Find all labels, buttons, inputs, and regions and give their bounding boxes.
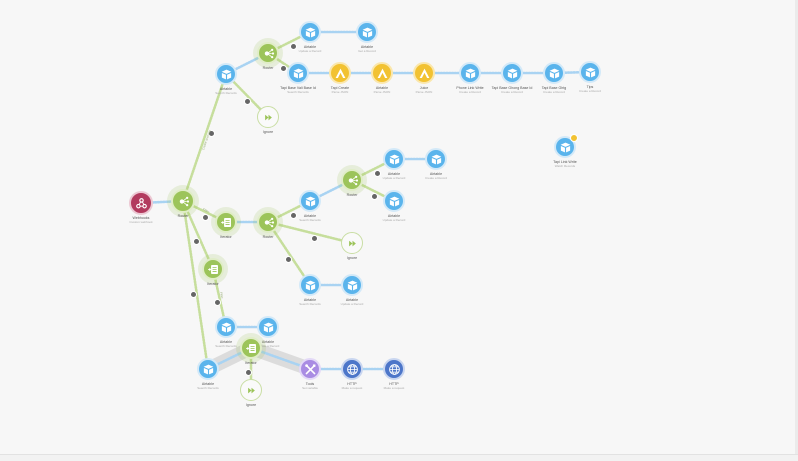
airtable-icon — [464, 67, 477, 80]
filter-gear-icon[interactable] — [310, 234, 318, 242]
right-edge — [795, 0, 798, 461]
airtable-icon — [304, 26, 317, 39]
module-wh[interactable] — [129, 191, 153, 215]
module-a12[interactable] — [383, 190, 405, 212]
module-a16[interactable] — [257, 316, 279, 338]
iterator-icon — [220, 216, 233, 229]
filter-gear-icon[interactable] — [279, 64, 287, 72]
airtable-icon — [506, 67, 519, 80]
module-r4[interactable] — [341, 169, 363, 191]
module-a1[interactable] — [215, 63, 237, 85]
webhook-icon — [135, 197, 148, 210]
airtable-icon — [346, 279, 359, 292]
airtable-icon — [559, 141, 572, 154]
json-icon — [376, 67, 389, 80]
module-a11[interactable] — [425, 148, 447, 170]
airtable-icon — [430, 153, 443, 166]
module-r1[interactable] — [171, 189, 195, 213]
airtable-icon — [388, 153, 401, 166]
airtable-icon — [304, 279, 317, 292]
airtable-icon — [548, 67, 561, 80]
iterator-icon — [245, 342, 258, 355]
filter-gear-icon[interactable] — [244, 368, 252, 376]
tools-icon — [304, 363, 317, 376]
module-iter1[interactable] — [215, 211, 237, 233]
filter-gear-icon[interactable] — [290, 42, 298, 50]
module-j2[interactable] — [371, 62, 393, 84]
router-icon — [346, 174, 359, 187]
module-iter3[interactable] — [240, 337, 262, 359]
airtable-icon — [202, 363, 215, 376]
ignore-icon — [247, 386, 256, 395]
filter-gear-icon[interactable] — [290, 211, 298, 219]
module-a3[interactable] — [356, 21, 378, 43]
module-a8[interactable] — [579, 61, 601, 83]
ignore-icon — [348, 239, 357, 248]
connection-r1-iter2[interactable] — [181, 199, 215, 271]
airtable-icon — [388, 195, 401, 208]
module-a14[interactable] — [341, 274, 363, 296]
connection-r3-ig2[interactable] — [266, 220, 354, 245]
module-ig2[interactable] — [341, 232, 363, 254]
module-a5[interactable] — [459, 62, 481, 84]
module-tools[interactable] — [299, 358, 321, 380]
json-icon — [334, 67, 347, 80]
router-icon — [262, 47, 275, 60]
module-a17[interactable] — [197, 358, 219, 380]
filter-gear-icon[interactable] — [243, 97, 251, 105]
filter-gear-icon[interactable] — [285, 256, 293, 264]
airtable-icon — [220, 321, 233, 334]
filter-gear-icon[interactable] — [202, 213, 210, 221]
globe-icon — [388, 363, 401, 376]
airtable-icon — [220, 68, 233, 81]
globe-icon — [346, 363, 359, 376]
module-ig1[interactable] — [257, 106, 279, 128]
bottom-toolbar — [0, 454, 798, 461]
connection-r1-a17[interactable] — [181, 199, 210, 371]
module-a2[interactable] — [299, 21, 321, 43]
airtable-icon — [304, 195, 317, 208]
airtable-icon — [584, 66, 597, 79]
module-a4[interactable] — [287, 62, 309, 84]
iterator-icon — [207, 263, 220, 276]
module-j3[interactable] — [413, 62, 435, 84]
module-orph[interactable] — [554, 134, 578, 158]
module-a15[interactable] — [215, 316, 237, 338]
module-a9[interactable] — [299, 190, 321, 212]
airtable-icon — [361, 26, 374, 39]
airtable-icon — [262, 321, 275, 334]
module-a6[interactable] — [501, 62, 523, 84]
module-a7[interactable] — [543, 62, 565, 84]
ignore-icon — [264, 113, 273, 122]
filter-gear-icon[interactable] — [207, 129, 215, 137]
module-r3[interactable] — [257, 211, 279, 233]
module-h2[interactable] — [383, 358, 405, 380]
filter-gear-icon[interactable] — [213, 299, 221, 307]
filter-gear-icon[interactable] — [370, 192, 378, 200]
router-icon — [177, 195, 190, 208]
filter-gear-icon[interactable] — [190, 291, 198, 299]
filter-gear-icon[interactable] — [374, 169, 382, 177]
connection-r3-a13[interactable] — [266, 220, 312, 287]
router-icon — [262, 216, 275, 229]
module-j1[interactable] — [329, 62, 351, 84]
module-a10[interactable] — [383, 148, 405, 170]
airtable-icon — [292, 67, 305, 80]
connection-r1-a1[interactable] — [181, 72, 228, 203]
filter-gear-icon[interactable] — [193, 237, 201, 245]
module-a13[interactable] — [299, 274, 321, 296]
json-icon — [418, 67, 431, 80]
warning-badge — [570, 134, 578, 142]
module-r2[interactable] — [257, 42, 279, 64]
module-iter2[interactable] — [202, 258, 224, 280]
module-ig3[interactable] — [240, 379, 262, 401]
module-h1[interactable] — [341, 358, 363, 380]
